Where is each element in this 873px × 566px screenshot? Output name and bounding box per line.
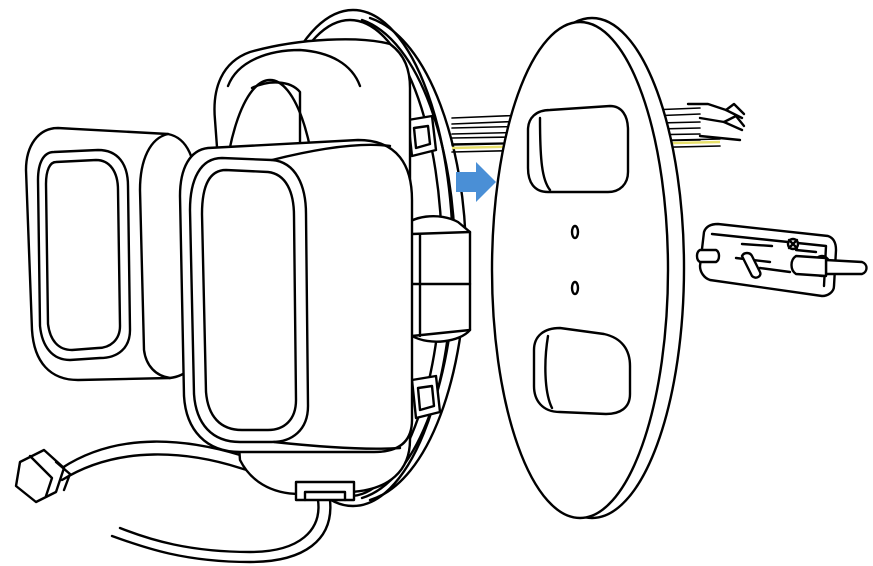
plate-screw-hole-bottom [570,280,580,296]
plate-screw-hole-top [570,224,580,240]
bracket-pin-left [695,248,721,264]
plate-lower-opening [532,326,632,416]
plate-upper-opening [526,104,630,194]
cable-connector-plug [14,448,72,504]
connection-cable [14,440,332,564]
bracket-slots [734,242,818,274]
right-arrow-icon [456,162,496,202]
side-connector-block [398,215,472,343]
bracket-pin-center [740,251,762,279]
ring-clip-bottom [410,374,442,420]
speaker-bottom-tab [294,480,356,502]
wire-end-strips [686,102,746,142]
front-speaker-cushion [178,138,414,454]
bracket-pin-right [790,254,868,278]
rear-speaker-cushion [24,126,198,382]
mounting-bracket [695,222,868,298]
ring-clip-top [406,114,438,158]
wall-mount-plate [490,16,686,520]
